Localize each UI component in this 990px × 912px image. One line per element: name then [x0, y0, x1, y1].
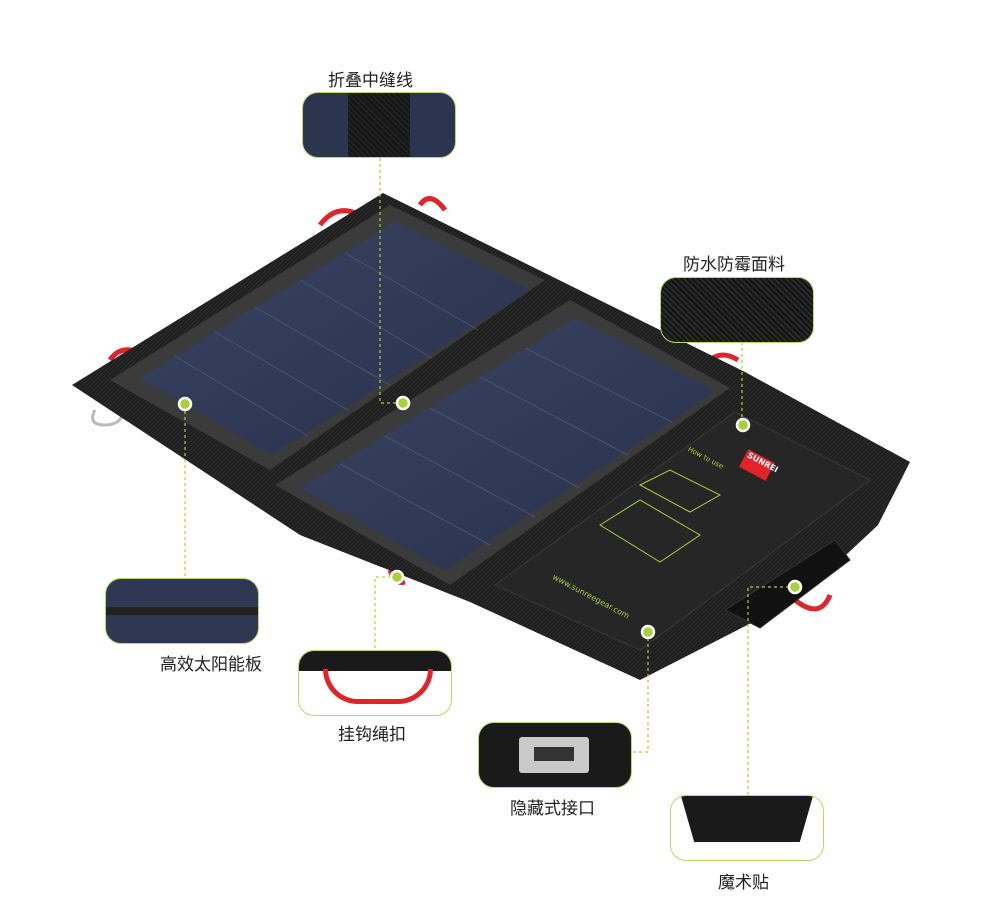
callout-dots [177, 395, 803, 640]
callout-solar-panel-image [105, 578, 259, 644]
solar-cell-2 [300, 318, 715, 570]
callout-fabric-label: 防水防霉面料 [683, 255, 785, 275]
callout-fabric-image [660, 277, 814, 343]
callout-fold-seam-label: 折叠中缝线 [328, 71, 413, 91]
callout-fold-seam-image [302, 92, 456, 158]
product-label-panel [494, 411, 871, 651]
callout-velcro-image [670, 795, 824, 861]
callout-hidden-port-label: 隐藏式接口 [510, 799, 595, 819]
callout-hook-loop-image [298, 650, 452, 716]
solar-cell-1 [140, 222, 530, 455]
callout-hidden-port-image [478, 722, 632, 788]
callout-solar-panel-label: 高效太阳能板 [160, 655, 262, 675]
velcro-flap [723, 539, 851, 629]
callout-hook-loop-label: 挂钩绳扣 [338, 725, 406, 745]
callout-velcro-label: 魔术贴 [718, 873, 769, 893]
